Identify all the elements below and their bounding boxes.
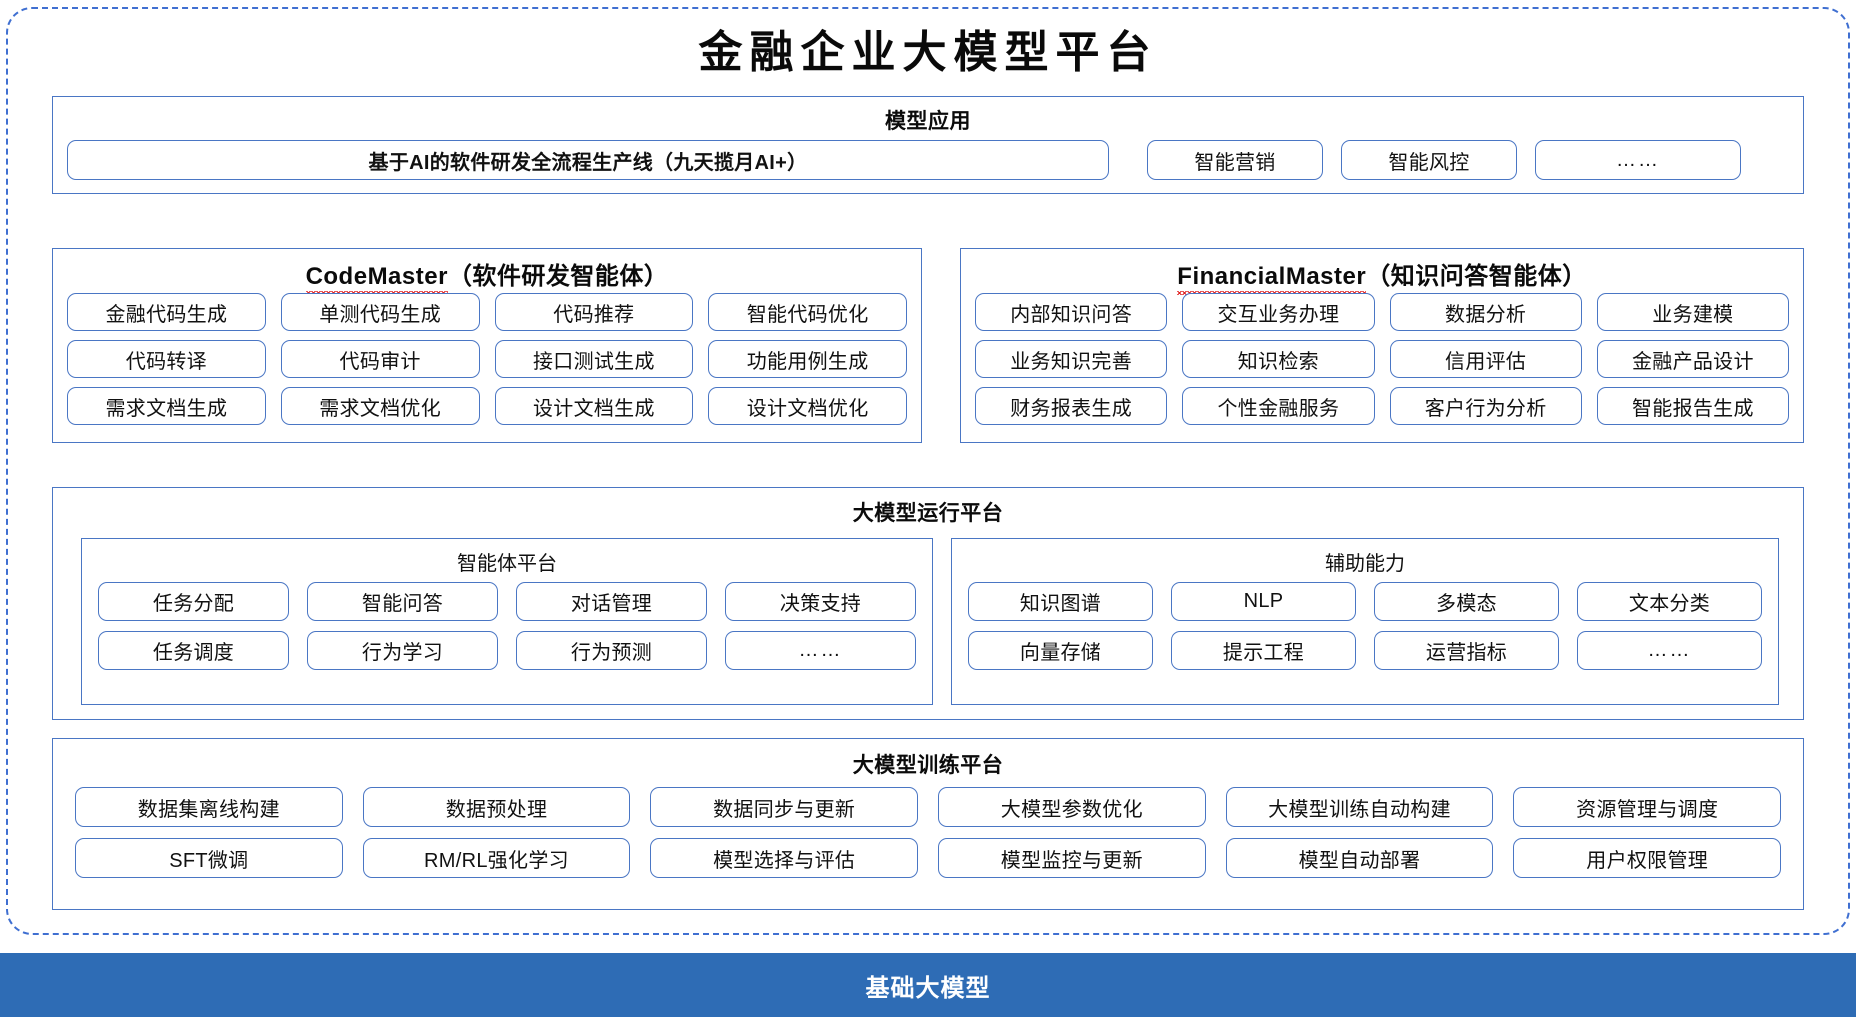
training-platform-grid: 数据集离线构建 数据预处理 数据同步与更新 大模型参数优化 大模型训练自动构建 … — [75, 787, 1782, 878]
training-platform-row: SFT微调 RM/RL强化学习 模型选择与评估 模型监控与更新 模型自动部署 用… — [75, 838, 1782, 878]
training-platform-item[interactable]: 数据预处理 — [362, 787, 631, 827]
agent-platform-item[interactable]: 智能问答 — [307, 582, 498, 621]
code-master-row: 金融代码生成 单测代码生成 代码推荐 智能代码优化 — [67, 293, 907, 331]
financial-master-item[interactable]: 个性金融服务 — [1182, 387, 1375, 425]
section-title-training-platform: 大模型训练平台 — [852, 754, 1004, 777]
section-training-platform: 大模型训练平台 数据集离线构建 数据预处理 数据同步与更新 大模型参数优化 大模… — [52, 738, 1804, 910]
training-platform-item[interactable]: SFT微调 — [75, 838, 343, 878]
auxiliary-capability-item[interactable]: 文本分类 — [1577, 582, 1762, 621]
financial-master-item[interactable]: 数据分析 — [1389, 293, 1582, 331]
subpanel-auxiliary-capability: 辅助能力 知识图谱 NLP 多模态 文本分类 向量存储 提示工程 运营指标 …… — [951, 538, 1779, 705]
training-platform-item[interactable]: 用户权限管理 — [1513, 838, 1782, 878]
financial-master-item[interactable]: 知识检索 — [1182, 340, 1375, 378]
section-title-financial-master: FinancialMaster（知识问答智能体） — [961, 256, 1803, 295]
subpanel-title-auxiliary-capability: 辅助能力 — [1325, 553, 1405, 575]
app-item-ellipsis[interactable]: …… — [1535, 140, 1741, 180]
code-master-item[interactable]: 智能代码优化 — [708, 293, 907, 331]
section-financial-master: FinancialMaster（知识问答智能体） 内部知识问答 交互业务办理 数… — [960, 248, 1804, 443]
section-code-master: CodeMaster（软件研发智能体） 金融代码生成 单测代码生成 代码推荐 智… — [52, 248, 922, 443]
auxiliary-capability-item[interactable]: 向量存储 — [968, 631, 1153, 670]
code-master-name: CodeMaster — [305, 263, 449, 295]
financial-master-item[interactable]: 金融产品设计 — [1596, 340, 1789, 378]
code-master-item[interactable]: 金融代码生成 — [67, 293, 266, 331]
code-master-grid: 金融代码生成 单测代码生成 代码推荐 智能代码优化 代码转译 代码审计 接口测试… — [67, 293, 907, 425]
base-model-bar: 基础大模型 — [0, 953, 1856, 1017]
financial-master-name: FinancialMaster — [1177, 263, 1367, 295]
model-application-items: 基于AI的软件研发全流程生产线（九天揽月AI+） 智能营销 智能风控 …… — [67, 140, 1791, 180]
auxiliary-capability-item[interactable]: 多模态 — [1374, 582, 1559, 621]
app-item-smart-risk-control[interactable]: 智能风控 — [1341, 140, 1517, 180]
code-master-item[interactable]: 设计文档生成 — [494, 387, 694, 425]
financial-master-item[interactable]: 业务知识完善 — [975, 340, 1168, 378]
code-master-item[interactable]: 接口测试生成 — [494, 340, 694, 378]
agent-platform-grid: 任务分配 智能问答 对话管理 决策支持 任务调度 行为学习 行为预测 …… — [98, 582, 916, 670]
financial-master-row: 财务报表生成 个性金融服务 客户行为分析 智能报告生成 — [975, 387, 1789, 425]
code-master-item[interactable]: 代码推荐 — [494, 293, 694, 331]
agent-platform-row: 任务调度 行为学习 行为预测 …… — [98, 631, 916, 670]
training-platform-row: 数据集离线构建 数据预处理 数据同步与更新 大模型参数优化 大模型训练自动构建 … — [75, 787, 1782, 827]
financial-master-item[interactable]: 交互业务办理 — [1182, 293, 1375, 331]
section-title-code-master: CodeMaster（软件研发智能体） — [53, 256, 921, 295]
training-platform-item[interactable]: 大模型训练自动构建 — [1225, 787, 1494, 827]
code-master-item[interactable]: 需求文档生成 — [67, 387, 266, 425]
agent-platform-item-ellipsis[interactable]: …… — [725, 631, 916, 670]
auxiliary-capability-item[interactable]: 运营指标 — [1374, 631, 1559, 670]
app-item-smart-marketing[interactable]: 智能营销 — [1147, 140, 1323, 180]
page-title: 金融企业大模型平台 — [698, 27, 1158, 78]
financial-master-item[interactable]: 客户行为分析 — [1389, 387, 1582, 425]
agent-platform-item[interactable]: 行为学习 — [307, 631, 498, 670]
training-platform-item[interactable]: 大模型参数优化 — [938, 787, 1206, 827]
training-platform-item[interactable]: 模型选择与评估 — [650, 838, 919, 878]
agent-platform-item[interactable]: 行为预测 — [516, 631, 707, 670]
base-model-label: 基础大模型 — [865, 974, 991, 1002]
subpanel-title-agent-platform: 智能体平台 — [457, 553, 557, 575]
auxiliary-capability-row: 知识图谱 NLP 多模态 文本分类 — [968, 582, 1762, 621]
auxiliary-capability-grid: 知识图谱 NLP 多模态 文本分类 向量存储 提示工程 运营指标 …… — [968, 582, 1762, 670]
agent-platform-row: 任务分配 智能问答 对话管理 决策支持 — [98, 582, 916, 621]
auxiliary-capability-item[interactable]: 知识图谱 — [968, 582, 1153, 621]
auxiliary-capability-row: 向量存储 提示工程 运营指标 …… — [968, 631, 1762, 670]
training-platform-item[interactable]: 模型自动部署 — [1225, 838, 1494, 878]
code-master-item[interactable]: 功能用例生成 — [708, 340, 907, 378]
app-item-ai-pipeline[interactable]: 基于AI的软件研发全流程生产线（九天揽月AI+） — [67, 140, 1109, 180]
training-platform-item[interactable]: 数据集离线构建 — [75, 787, 343, 827]
code-master-item[interactable]: 需求文档优化 — [280, 387, 480, 425]
financial-master-subtitle: （知识问答智能体） — [1366, 263, 1587, 290]
agent-platform-item[interactable]: 任务调度 — [98, 631, 289, 670]
training-platform-item[interactable]: 资源管理与调度 — [1513, 787, 1782, 827]
section-runtime-platform: 大模型运行平台 智能体平台 任务分配 智能问答 对话管理 决策支持 任务调度 行… — [52, 487, 1804, 720]
code-master-row: 代码转译 代码审计 接口测试生成 功能用例生成 — [67, 340, 907, 378]
section-title-runtime-platform: 大模型运行平台 — [852, 502, 1004, 525]
agent-platform-item[interactable]: 对话管理 — [516, 582, 707, 621]
financial-master-item[interactable]: 内部知识问答 — [975, 293, 1168, 331]
training-platform-item[interactable]: 模型监控与更新 — [938, 838, 1206, 878]
financial-master-item[interactable]: 信用评估 — [1389, 340, 1582, 378]
auxiliary-capability-item[interactable]: 提示工程 — [1171, 631, 1356, 670]
code-master-item[interactable]: 设计文档优化 — [708, 387, 907, 425]
financial-master-item[interactable]: 智能报告生成 — [1596, 387, 1789, 425]
financial-master-item[interactable]: 财务报表生成 — [975, 387, 1168, 425]
agent-platform-item[interactable]: 决策支持 — [725, 582, 916, 621]
code-master-item[interactable]: 单测代码生成 — [280, 293, 480, 331]
section-model-application: 模型应用 基于AI的软件研发全流程生产线（九天揽月AI+） 智能营销 智能风控 … — [52, 96, 1804, 194]
financial-master-row: 内部知识问答 交互业务办理 数据分析 业务建模 — [975, 293, 1789, 331]
agent-platform-item[interactable]: 任务分配 — [98, 582, 289, 621]
training-platform-item[interactable]: 数据同步与更新 — [650, 787, 919, 827]
code-master-subtitle: （软件研发智能体） — [447, 263, 669, 290]
financial-master-row: 业务知识完善 知识检索 信用评估 金融产品设计 — [975, 340, 1789, 378]
training-platform-item[interactable]: RM/RL强化学习 — [362, 838, 631, 878]
auxiliary-capability-item-ellipsis[interactable]: …… — [1577, 631, 1762, 670]
auxiliary-capability-item[interactable]: NLP — [1171, 582, 1356, 621]
section-title-model-application: 模型应用 — [885, 110, 971, 133]
financial-master-grid: 内部知识问答 交互业务办理 数据分析 业务建模 业务知识完善 知识检索 信用评估… — [975, 293, 1789, 425]
code-master-item[interactable]: 代码转译 — [67, 340, 266, 378]
subpanel-agent-platform: 智能体平台 任务分配 智能问答 对话管理 决策支持 任务调度 行为学习 行为预测… — [81, 538, 933, 705]
code-master-item[interactable]: 代码审计 — [280, 340, 480, 378]
financial-master-item[interactable]: 业务建模 — [1596, 293, 1789, 331]
code-master-row: 需求文档生成 需求文档优化 设计文档生成 设计文档优化 — [67, 387, 907, 425]
